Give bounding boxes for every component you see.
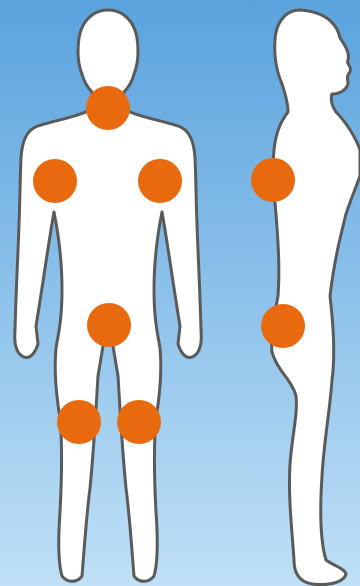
marker-groin [87,303,131,347]
marker-left-shoulder [33,159,77,203]
marker-left-knee [57,400,101,444]
marker-right-knee [117,400,161,444]
marker-side-hip [261,304,305,348]
marker-side-shoulder [251,158,295,202]
marker-neck [86,86,130,130]
marker-right-shoulder [138,159,182,203]
